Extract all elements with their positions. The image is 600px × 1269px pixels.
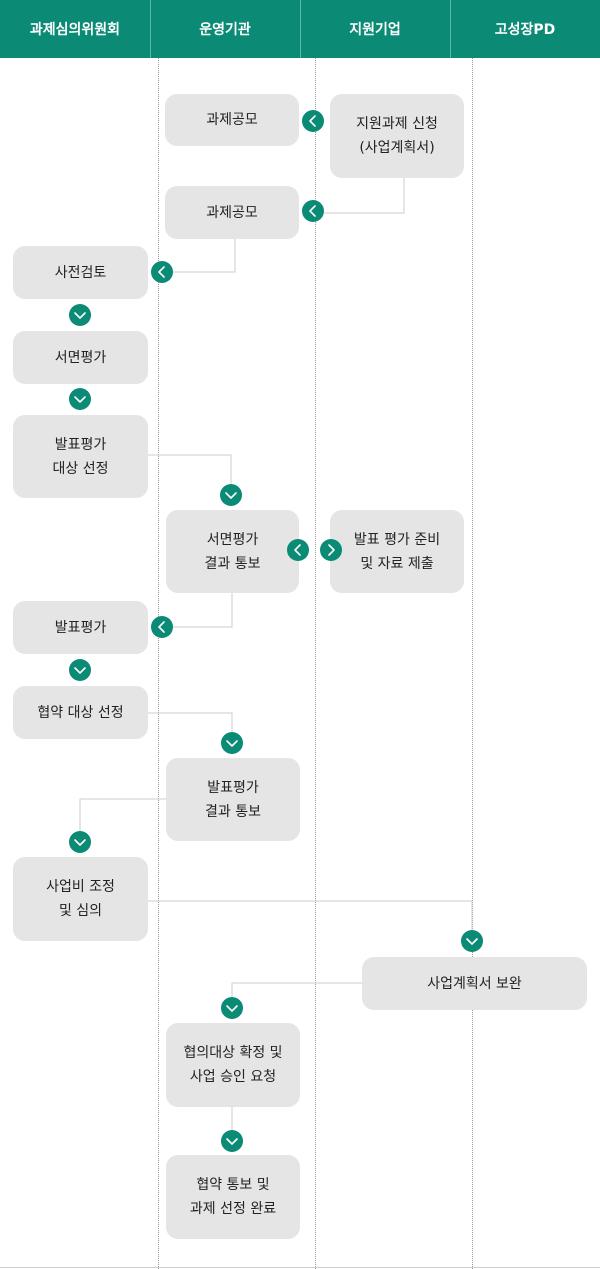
lane-header-pd: 고성장PD [450,0,600,58]
step-presentation-result-notice: 발표평가 결과 통보 [166,758,300,841]
lane-divider [315,58,316,1269]
connector-line [324,178,405,214]
connector-line [148,712,233,734]
step-presentation-preparation: 발표 평가 준비 및 자료 제출 [330,510,464,593]
step-agreement-completion: 협약 통보 및 과제 선정 완료 [166,1155,300,1239]
chevron-down-icon [461,930,483,952]
chevron-down-icon [221,1130,243,1152]
step-presentation-evaluation: 발표평가 [13,601,148,654]
bottom-rule [0,1267,600,1268]
chevron-left-icon [302,110,324,132]
chevron-down-icon [221,732,243,754]
chevron-down-icon [69,304,91,326]
step-pre-review: 사전검토 [13,246,148,299]
connector-line [231,982,362,998]
chevron-left-icon [287,539,309,561]
chevron-left-icon [302,200,324,222]
connector-line [148,900,473,930]
connector-line [148,454,232,487]
step-presentation-selection: 발표평가 대상 선정 [13,415,148,498]
chevron-left-icon [151,616,173,638]
connector-line [79,798,166,832]
chevron-down-icon [221,997,243,1019]
lane-header-company: 지원기업 [300,0,450,58]
step-call-for-tasks-2: 과제공모 [165,186,299,239]
chevron-right-icon [320,539,342,561]
chevron-down-icon [69,831,91,853]
lane-divider [158,58,159,1269]
step-document-evaluation: 서면평가 [13,331,148,384]
lane-divider [472,58,473,1269]
chevron-down-icon [220,484,242,506]
connector-line [162,239,236,273]
connector-line [162,593,233,628]
lane-header-operator: 운영기관 [150,0,300,58]
chevron-down-icon [69,659,91,681]
chevron-down-icon [69,388,91,410]
step-agreement-confirmation: 협의대상 확정 및 사업 승인 요청 [166,1023,300,1107]
step-document-result-notice: 서면평가 결과 통보 [166,510,299,593]
step-agreement-selection: 협약 대상 선정 [13,686,148,739]
chevron-left-icon [151,261,173,283]
step-call-for-tasks: 과제공모 [165,94,299,146]
lane-header: 과제심의위원회 운영기관 지원기업 고성장PD [0,0,600,58]
lane-header-committee: 과제심의위원회 [29,22,121,38]
step-budget-adjustment: 사업비 조정 및 심의 [13,857,148,941]
step-business-plan-revision: 사업계획서 보완 [362,957,587,1010]
step-task-application: 지원과제 신청 (사업계획서) [330,94,464,178]
